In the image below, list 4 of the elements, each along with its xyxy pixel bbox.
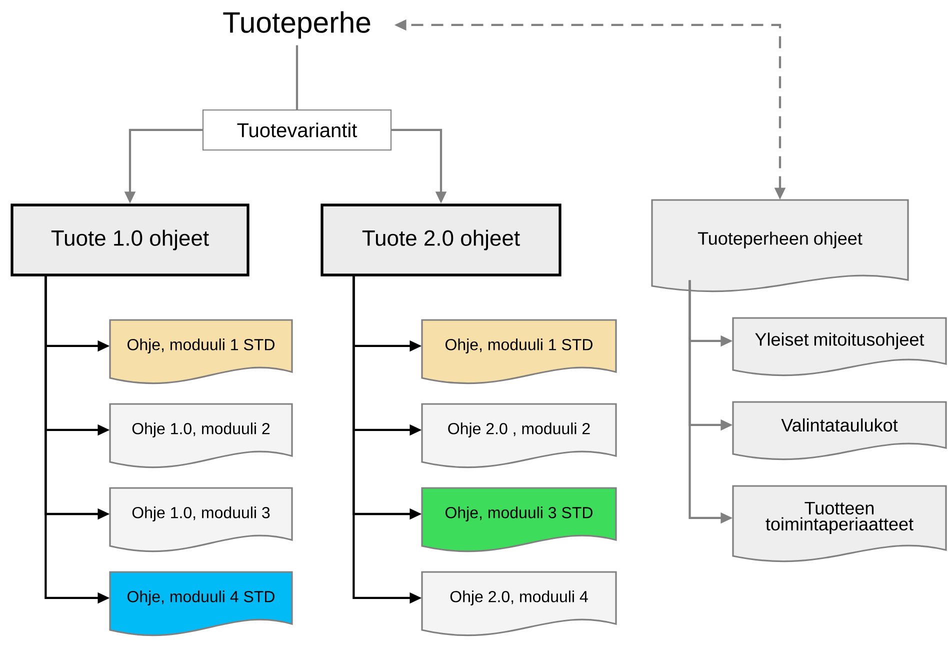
process-box: Tuote 2.0 ohjeet	[320, 204, 562, 276]
process-box: Tuote 1.0 ohjeet	[10, 204, 250, 276]
heading-text: Tuoteperhe	[223, 11, 370, 39]
label-box: Tuotevariantit	[202, 109, 392, 151]
